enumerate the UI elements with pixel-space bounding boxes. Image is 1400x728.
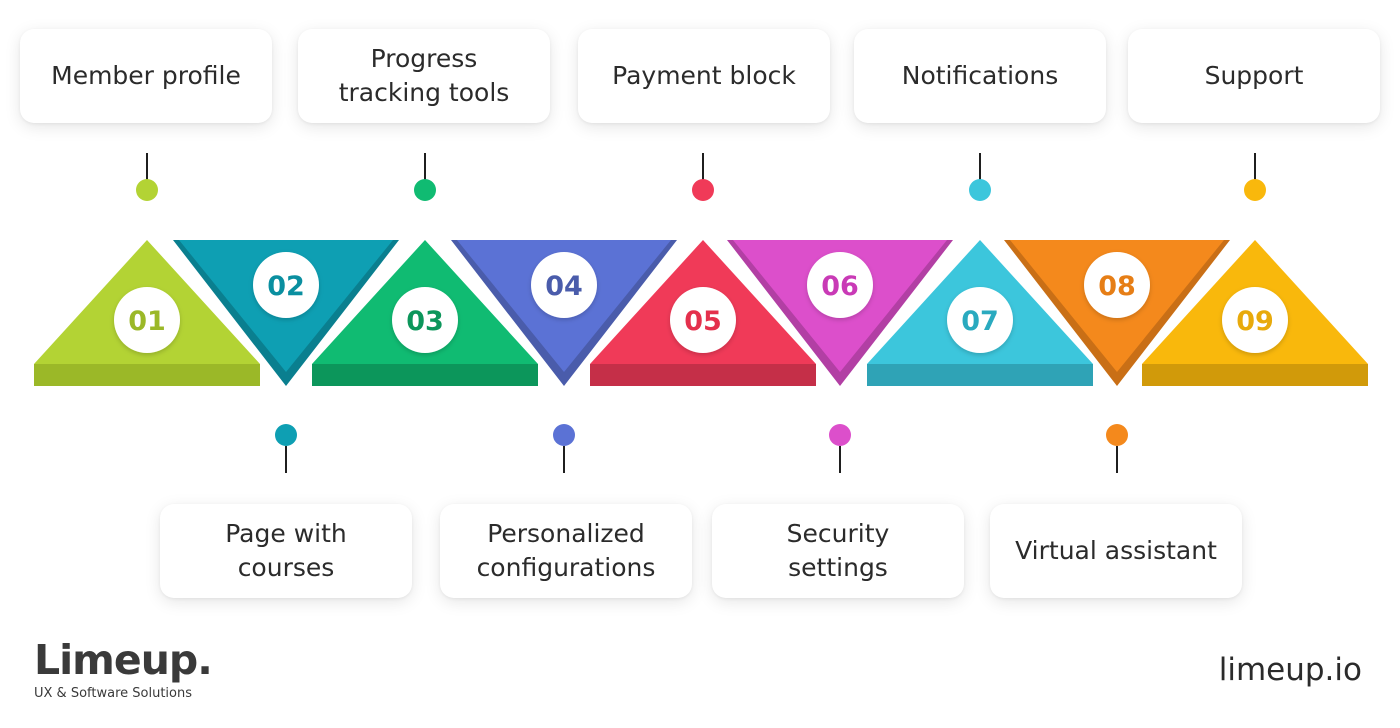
brand-name: Limeup [34, 636, 198, 684]
number-badge-03 [392, 287, 458, 353]
brand-dot: . [197, 636, 213, 684]
step-label: Progress tracking tools [338, 44, 510, 107]
step-label: Virtual assistant [1015, 536, 1217, 565]
connector-09 [1244, 153, 1266, 201]
step-label: Notifications [901, 61, 1059, 90]
step-label: Security settings [786, 519, 890, 582]
card-step-08: Virtual assistant [990, 504, 1242, 598]
card-step-06: Security settings [712, 504, 964, 598]
number-badge-09 [1222, 287, 1288, 353]
card-step-04: Personalized configurations [440, 504, 692, 598]
card-step-01: Member profile [20, 29, 272, 123]
number-badge-06 [807, 252, 873, 318]
step-label: Member profile [51, 61, 241, 90]
number-badge-08 [1084, 252, 1150, 318]
card-step-07: Notifications [854, 29, 1106, 123]
number-label-08: 08 [1098, 271, 1136, 302]
step-label: Support [1204, 61, 1304, 90]
number-badge-01 [114, 287, 180, 353]
card-step-05: Payment block [578, 29, 830, 123]
card-step-09: Support [1128, 29, 1380, 123]
connector-07 [969, 153, 991, 201]
connector-02 [275, 424, 297, 473]
connector-08 [1106, 424, 1128, 473]
number-label-06: 06 [821, 271, 859, 302]
number-badge-02 [253, 252, 319, 318]
number-label-05: 05 [684, 306, 722, 337]
number-label-03: 03 [406, 306, 444, 337]
connector-05 [692, 153, 714, 201]
step-label: Personalized configurations [476, 519, 656, 582]
number-label-09: 09 [1236, 306, 1274, 337]
number-badge-04 [531, 252, 597, 318]
number-label-07: 07 [961, 306, 999, 337]
step-label: Page with courses [225, 519, 347, 582]
number-badge-05 [670, 287, 736, 353]
number-badge-07 [947, 287, 1013, 353]
step-label: Payment block [612, 61, 796, 90]
number-label-01: 01 [128, 306, 166, 337]
site-url: limeup.io [1218, 652, 1362, 688]
card-step-03: Progress tracking tools [298, 29, 550, 123]
connector-06 [829, 424, 851, 473]
brand-tagline: UX & Software Solutions [34, 686, 192, 701]
number-label-02: 02 [267, 271, 305, 302]
number-label-04: 04 [545, 271, 583, 302]
connector-04 [553, 424, 575, 473]
connector-01 [136, 153, 158, 201]
connector-03 [414, 153, 436, 201]
brand-logo: Limeup. UX & Software Solutions [34, 636, 213, 701]
card-step-02: Page with courses [160, 504, 412, 598]
